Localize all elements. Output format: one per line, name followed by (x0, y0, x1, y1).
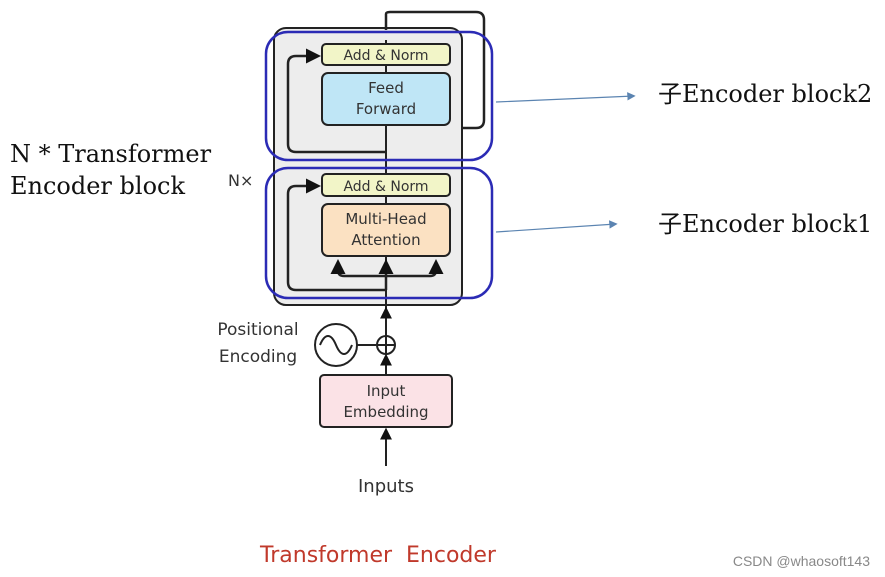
caption: Transformer Encoder (259, 543, 497, 568)
add-norm-top-label: Add & Norm (343, 48, 428, 64)
add-norm-bottom-box (321, 173, 451, 197)
inputs-label: Inputs (358, 476, 414, 497)
sine-wave-icon (319, 335, 353, 355)
sub-block-2-annotation: 子Encoder block2 (658, 80, 872, 108)
encoder-stack-container (273, 27, 463, 306)
add-norm-top-box (321, 43, 451, 66)
stack-repeat-label: N× (228, 171, 253, 190)
residual-connection-bottom (286, 178, 386, 292)
stack-loop-line (384, 10, 486, 130)
positional-label-line1: Positional (217, 320, 298, 340)
sub-block-1-highlight (264, 166, 494, 300)
left-annotation-line1: N * Transformer (10, 140, 212, 168)
feed-forward-box (321, 72, 451, 126)
residual-connection-top (286, 48, 386, 154)
input-embedding-line1: Input (367, 382, 406, 400)
sub-block-2-highlight (264, 30, 494, 162)
left-annotation-line2: Encoder block (10, 172, 185, 200)
multi-head-attention-box (321, 203, 451, 257)
feed-forward-label-line2: Forward (356, 100, 416, 118)
sub-block-1-pointer (495, 220, 618, 233)
input-embedding-line2: Embedding (343, 403, 428, 421)
positional-label-line2: Encoding (219, 347, 297, 367)
multi-head-label-line1: Multi-Head (345, 210, 426, 228)
add-norm-bottom-label: Add & Norm (343, 179, 428, 195)
feed-forward-label-line1: Feed (368, 79, 404, 97)
input-embedding-box (319, 374, 453, 428)
multi-head-label-line2: Attention (351, 231, 420, 249)
sub-block-2-pointer (495, 92, 636, 103)
sub-block-1-annotation: 子Encoder block1 (658, 210, 872, 238)
watermark: CSDN @whaosoft143 (733, 553, 870, 569)
